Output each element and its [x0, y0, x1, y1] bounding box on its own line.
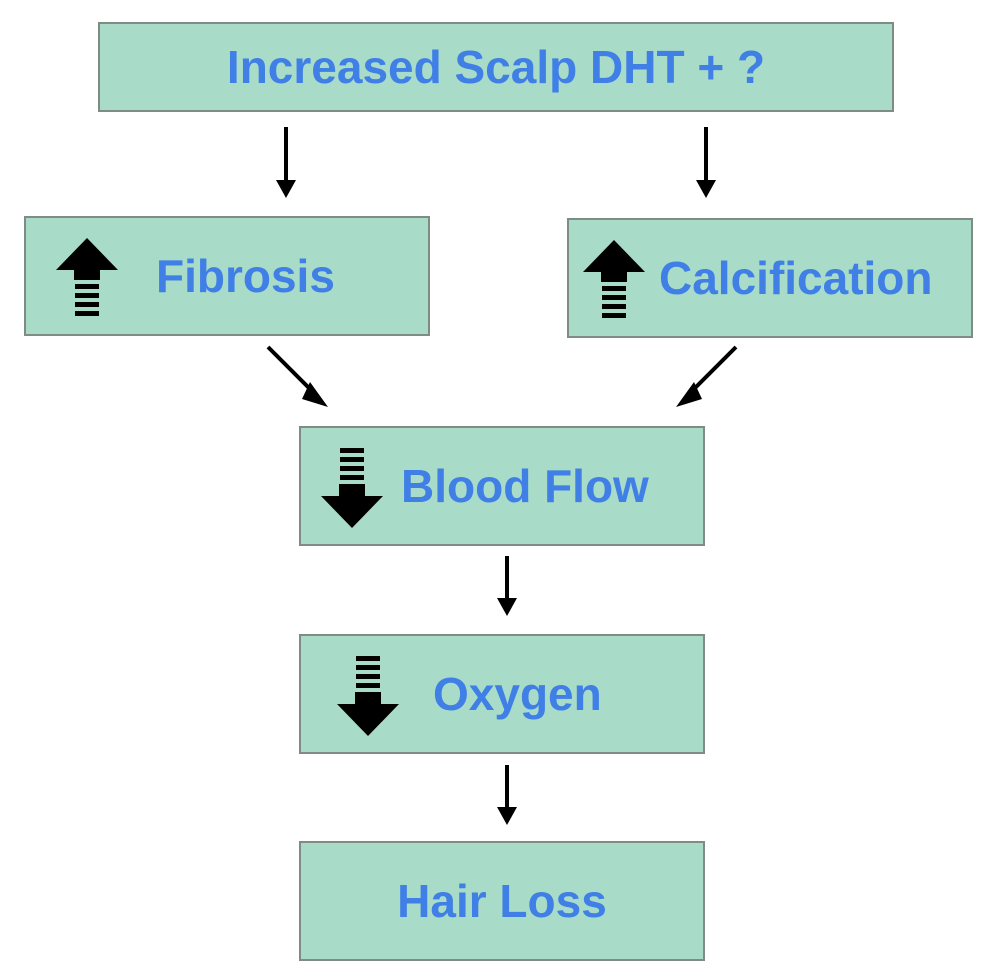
arrowhead-calcification-to-blood-flow: [676, 382, 702, 407]
up-arrow-icon: [56, 238, 118, 316]
node-label: Hair Loss: [397, 875, 607, 927]
node-blood-flow: Blood Flow: [299, 426, 705, 546]
arrowhead-fibrosis-to-blood-flow: [302, 382, 328, 407]
node-oxygen: Oxygen: [299, 634, 705, 754]
node-hair-loss: Hair Loss: [299, 841, 705, 961]
arrow-fibrosis-to-blood-flow: [266, 345, 320, 399]
node-label: Calcification: [659, 252, 933, 304]
down-arrow-icon: [321, 448, 383, 528]
arrow-calcification-to-blood-flow: [684, 345, 738, 399]
node-calcification: Calcification: [567, 218, 973, 338]
node-label: Fibrosis: [156, 250, 335, 302]
up-arrow-icon: [583, 240, 645, 318]
down-arrow-icon: [337, 656, 399, 736]
node-label: Blood Flow: [401, 460, 649, 512]
arrowhead-top-to-calcification: [696, 180, 716, 198]
arrowhead-top-to-fibrosis: [276, 180, 296, 198]
node-fibrosis: Fibrosis: [24, 216, 430, 336]
node-label: Oxygen: [433, 668, 602, 720]
node-increased-scalp-dht: Increased Scalp DHT + ?: [98, 22, 894, 112]
arrowhead-blood-flow-to-oxygen: [497, 598, 517, 616]
arrowhead-oxygen-to-hair-loss: [497, 807, 517, 825]
node-label: Increased Scalp DHT + ?: [226, 41, 766, 93]
